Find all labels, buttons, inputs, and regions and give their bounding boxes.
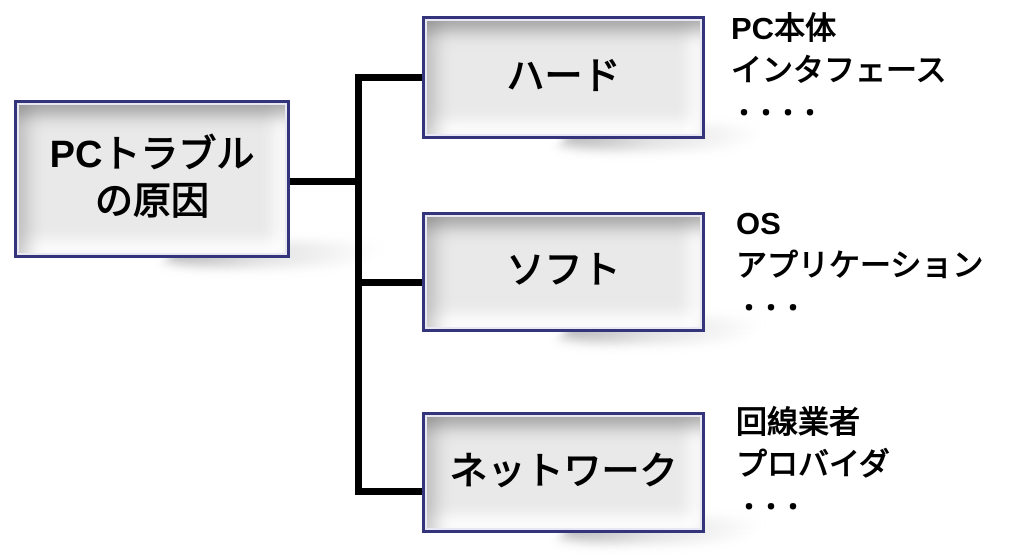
branch-box-soft: ソフト bbox=[422, 212, 705, 332]
branch-box-hard: ハード bbox=[422, 16, 705, 139]
branch-box-soft-label: ソフト bbox=[506, 250, 621, 293]
annotation-soft: OS アプリケーション ・・・ bbox=[736, 203, 983, 329]
connector-trunk bbox=[355, 74, 362, 495]
connector-root bbox=[290, 178, 358, 185]
annotation-hard-dots: ・・・・ bbox=[731, 98, 823, 128]
connector-branch-hard bbox=[360, 74, 422, 81]
branch-box-network-label: ネットワーク bbox=[449, 450, 678, 493]
annotation-hard-line1: PC本体 bbox=[731, 11, 837, 46]
annotation-network-dots: ・・・ bbox=[736, 492, 806, 522]
annotation-network-line1: 回線業者 bbox=[736, 405, 860, 440]
annotation-network-line2: プロバイダ bbox=[736, 447, 890, 482]
root-box: PCトラブル の原因 bbox=[14, 100, 290, 258]
annotation-soft-line1: OS bbox=[736, 206, 781, 241]
branch-box-network: ネットワーク bbox=[422, 412, 705, 533]
root-box-label-line1: PCトラブル bbox=[49, 133, 255, 176]
annotation-soft-line2: アプリケーション bbox=[736, 248, 984, 283]
root-box-label-line2: の原因 bbox=[94, 181, 209, 223]
annotation-network: 回線業者 プロバイダ ・・・ bbox=[736, 402, 890, 528]
branch-box-hard-label: ハード bbox=[506, 55, 621, 98]
annotation-hard-line2: インタフェース bbox=[731, 53, 947, 88]
connector-branch-network bbox=[360, 488, 422, 495]
annotation-soft-dots: ・・・ bbox=[736, 293, 806, 323]
annotation-hard: PC本体 インタフェース ・・・・ bbox=[731, 8, 946, 134]
connector-branch-soft bbox=[360, 279, 422, 286]
